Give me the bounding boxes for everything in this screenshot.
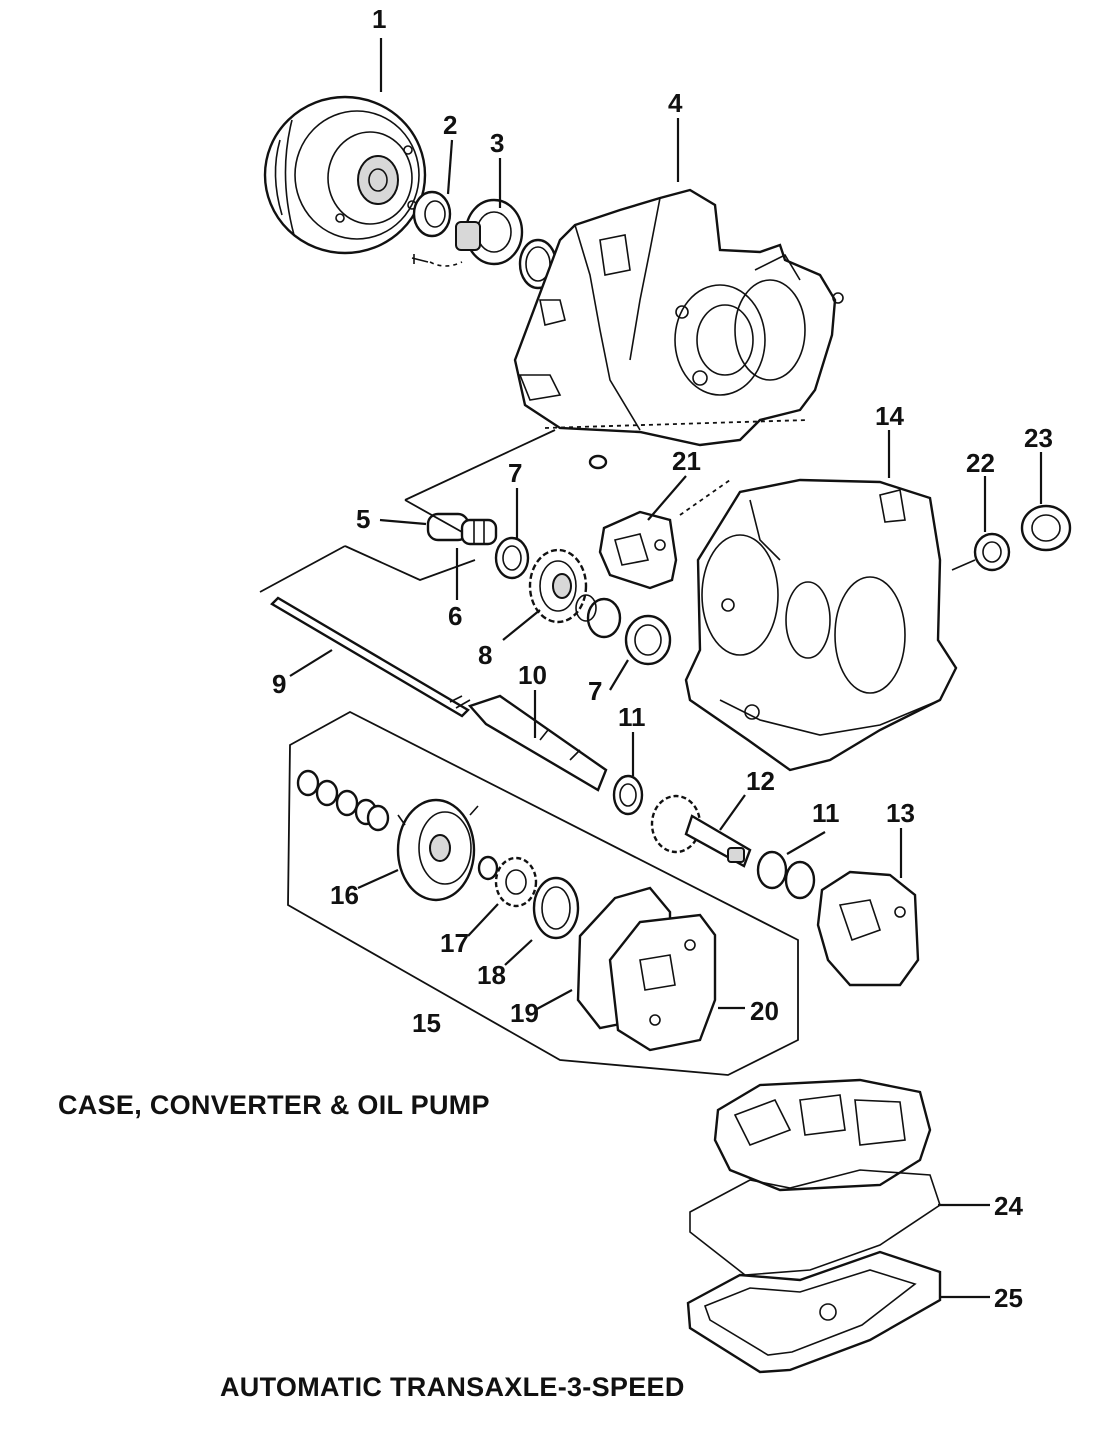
seal-23[interactable] bbox=[1020, 504, 1072, 552]
callout-12: 12 bbox=[746, 766, 775, 796]
callout-15: 15 bbox=[412, 1008, 441, 1038]
dowel-pin[interactable] bbox=[588, 454, 608, 470]
output-shaft[interactable] bbox=[467, 694, 608, 792]
callout-25: 25 bbox=[994, 1283, 1023, 1313]
seal-22[interactable] bbox=[951, 532, 1011, 572]
callout-14: 14 bbox=[875, 401, 904, 431]
bearing-11-a[interactable] bbox=[612, 774, 644, 816]
callout-23: 23 bbox=[1024, 423, 1053, 453]
callout-10: 10 bbox=[518, 660, 547, 690]
callout-9: 9 bbox=[272, 669, 286, 699]
diagram-title: AUTOMATIC TRANSAXLE-3-SPEED bbox=[220, 1372, 685, 1402]
intermediate-shaft[interactable] bbox=[270, 596, 471, 718]
torque-converter[interactable] bbox=[263, 95, 427, 255]
callout-8: 8 bbox=[478, 640, 492, 670]
converter-seal[interactable] bbox=[412, 190, 452, 238]
idler-gear[interactable] bbox=[528, 548, 597, 624]
pump-ring[interactable] bbox=[532, 876, 580, 940]
callout-11a: 11 bbox=[618, 702, 646, 732]
transaxle-case[interactable] bbox=[513, 188, 844, 447]
callout-11b: 11 bbox=[812, 798, 840, 828]
callout-13: 13 bbox=[886, 798, 915, 828]
pump-cover[interactable] bbox=[608, 913, 717, 1052]
transaxle-housing[interactable] bbox=[684, 478, 958, 772]
bearing-upper[interactable] bbox=[494, 536, 530, 580]
callout-6: 6 bbox=[448, 601, 462, 631]
callout-20: 20 bbox=[750, 996, 779, 1026]
pump-gears[interactable] bbox=[477, 855, 538, 908]
callout-2: 2 bbox=[443, 110, 457, 140]
callout-7a: 7 bbox=[508, 458, 522, 488]
callout-16: 16 bbox=[330, 880, 359, 910]
leader-lines bbox=[289, 38, 1043, 1299]
callout-4: 4 bbox=[668, 88, 683, 118]
input-shaft[interactable] bbox=[426, 512, 498, 546]
callout-3: 3 bbox=[490, 128, 504, 158]
oil-pump-body[interactable] bbox=[396, 798, 479, 902]
callout-19: 19 bbox=[510, 998, 539, 1028]
bolt[interactable] bbox=[411, 254, 463, 267]
seal-rings[interactable] bbox=[296, 769, 390, 832]
callout-22: 22 bbox=[966, 448, 995, 478]
callout-24: 24 bbox=[994, 1191, 1023, 1221]
callout-18: 18 bbox=[477, 960, 506, 990]
callout-7b: 7 bbox=[588, 676, 602, 706]
oil-pump-group bbox=[287, 710, 799, 1076]
group-title: CASE, CONVERTER & OIL PUMP bbox=[58, 1090, 490, 1120]
callout-5: 5 bbox=[356, 504, 370, 534]
governor-assembly[interactable] bbox=[598, 510, 678, 590]
callout-1: 1 bbox=[372, 4, 386, 34]
callout-labels: 1 2 3 4 5 6 7 7 8 9 10 11 11 12 13 14 15… bbox=[272, 4, 1053, 1313]
side-cover[interactable] bbox=[816, 870, 920, 987]
valve-body-and-gasket[interactable] bbox=[689, 1078, 941, 1276]
callout-21: 21 bbox=[672, 446, 701, 476]
bearing-lower[interactable] bbox=[586, 597, 672, 666]
pump-drive-assembly[interactable] bbox=[455, 198, 558, 290]
callout-17: 17 bbox=[440, 928, 469, 958]
differential-pinion[interactable] bbox=[650, 794, 752, 868]
bearing-11-b[interactable] bbox=[756, 850, 816, 900]
oil-pan[interactable] bbox=[686, 1250, 942, 1374]
